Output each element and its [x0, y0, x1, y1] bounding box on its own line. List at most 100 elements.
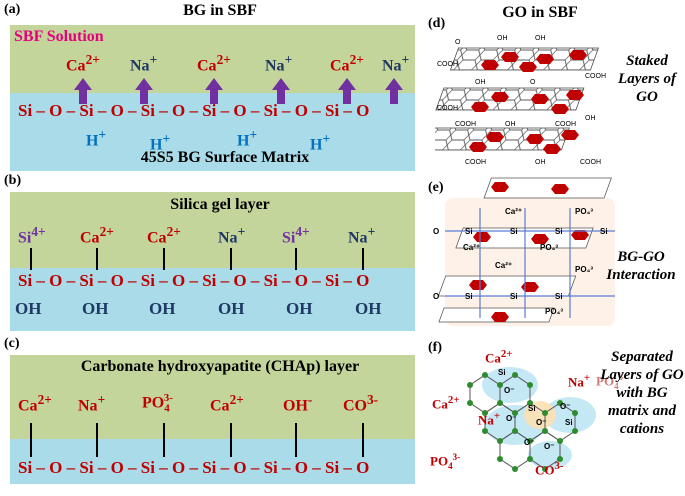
panel-a-silica-chain: Si – O – Si – O – Si – O – Si – O – Si –… [18, 101, 370, 120]
panel-c-ion-4: Ca2+ [210, 392, 244, 415]
panel-f-ion-9: CO3- [535, 460, 564, 478]
panel-c-ion-5: OH- [283, 392, 313, 415]
panel-c-bond [230, 423, 232, 457]
svg-text:Si: Si [600, 227, 608, 236]
panel-b-bond [163, 248, 165, 270]
panel-a-ion-1: Ca2+ [66, 52, 100, 75]
panel-a-ion-5: Ca2+ [330, 52, 364, 75]
svg-text:COOH: COOH [437, 61, 458, 68]
panel-b-hydroxyl-6: OH [355, 299, 382, 318]
svg-text:COOH: COOH [585, 73, 606, 80]
panel-c-title: Carbonate hydroxyapatite (CHAp) layer [80, 358, 360, 375]
svg-text:COOH: COOH [465, 159, 486, 166]
svg-text:OH: OH [535, 159, 546, 166]
svg-text:O⁻: O⁻ [504, 386, 514, 395]
svg-text:O: O [433, 292, 439, 301]
svg-text:PO₄³: PO₄³ [545, 307, 563, 316]
panel-f-ion-2: Na+ [568, 372, 591, 390]
panel-c-solution-region [10, 355, 415, 439]
panel-b-ion-5: Si4+ [282, 224, 310, 247]
panel-b-matrix-region [10, 268, 415, 331]
panel-f-ion-1: Ca2+ [485, 348, 513, 366]
svg-text:Si: Si [528, 404, 536, 413]
panel-b-ion-4: Na+ [218, 224, 246, 247]
panel-b-hydroxyl-1: OH [15, 299, 42, 318]
svg-text:Ca²⁺: Ca²⁺ [495, 261, 512, 270]
svg-text:PO₄³: PO₄³ [540, 243, 558, 252]
separated-go-layers-diagram: SiO⁻Si O⁻O⁻Si O⁻O⁻O⁻ [467, 367, 596, 472]
panel-e-caption: BG-GO Interaction [606, 249, 676, 283]
panel-b-bond [96, 248, 98, 270]
panel-c-bond [30, 423, 32, 457]
svg-text:Si: Si [510, 292, 518, 301]
svg-text:O⁻: O⁻ [506, 414, 516, 423]
panel-c-bond [96, 423, 98, 457]
panel-d-label: (d) [428, 16, 446, 31]
panel-a-ion-3: Ca2+ [197, 52, 231, 75]
panel-c-ion-3: PO43- [142, 392, 173, 415]
panel-a-label: (a) [4, 2, 21, 17]
svg-text:Si: Si [555, 227, 563, 236]
panel-a-solution-label: SBF Solution [14, 28, 104, 45]
panel-c-bond [163, 423, 165, 457]
svg-text:COOH: COOH [580, 159, 601, 166]
panel-b-ion-2: Ca2+ [80, 224, 114, 247]
panel-f-ion-5: Na+ [478, 410, 501, 428]
svg-text:O⁻: O⁻ [536, 418, 546, 427]
panel-d-caption: Staked Layers of GO [618, 53, 676, 105]
panel-c-bond [295, 423, 297, 457]
panel-f-caption: Separated Layers of GO with BG matrix an… [600, 349, 684, 437]
panel-b-ion-3: Ca2+ [147, 224, 181, 247]
svg-text:OH: OH [535, 35, 546, 42]
panel-a-proton-1: H+ [86, 127, 107, 150]
svg-text:COOH: COOH [437, 105, 458, 112]
panel-c-silica-chain: Si – O – Si – O – Si – O – Si – O – Si –… [18, 458, 370, 477]
panel-f-ion-8: PO43- [596, 372, 627, 391]
panel-b-label: (b) [4, 173, 22, 188]
panel-a-title: BG in SBF [183, 2, 257, 19]
svg-text:OH: OH [475, 79, 486, 86]
panel-b-bond [362, 248, 364, 270]
svg-text:O⁻: O⁻ [560, 402, 570, 411]
svg-text:COOH: COOH [455, 121, 476, 128]
panel-c-ion-6: CO3- [343, 392, 379, 415]
svg-text:COOH: COOH [555, 121, 576, 128]
panel-a-ion-2: Na+ [130, 52, 158, 75]
panel-e-label: (e) [428, 180, 444, 195]
svg-text:Si: Si [465, 227, 473, 236]
svg-text:OH: OH [585, 115, 596, 122]
panel-b-hydroxyl-2: OH [82, 299, 109, 318]
panel-c-ion-1: Ca2+ [18, 392, 52, 415]
svg-text:O: O [455, 39, 461, 46]
panel-b-hydroxyl-4: OH [218, 299, 245, 318]
panel-c-matrix-region [10, 439, 415, 484]
svg-text:O⁻: O⁻ [544, 442, 554, 451]
panel-a-matrix-region [10, 93, 415, 171]
panel-b-hydroxyl-5: OH [286, 299, 313, 318]
panel-f-label: (f) [428, 340, 442, 355]
panel-f-ion-7: PO43- [430, 452, 461, 471]
svg-text:Si: Si [555, 292, 563, 301]
panel-a-ion-6: Na+ [382, 52, 410, 75]
panel-c-bond [362, 423, 364, 457]
svg-text:O⁻: O⁻ [524, 438, 534, 447]
svg-text:OH: OH [505, 121, 516, 128]
svg-text:O: O [433, 227, 439, 236]
panel-b-hydroxyl-3: OH [149, 299, 176, 318]
panel-b-bond [230, 248, 232, 270]
panel-b-ion-6: Na+ [348, 224, 376, 247]
panel-a-proton-3: H+ [237, 127, 258, 150]
svg-text:Ca²⁺: Ca²⁺ [463, 243, 480, 252]
panel-b-bond [30, 248, 32, 270]
svg-text:PO₄³: PO₄³ [575, 265, 593, 274]
panel-d-title: GO in SBF [502, 4, 578, 21]
svg-text:PO₄³: PO₄³ [575, 207, 593, 216]
panel-a-ion-4: Na+ [265, 52, 293, 75]
svg-text:Si: Si [565, 418, 573, 427]
panel-a-proton-2: H+ [150, 131, 171, 154]
panel-a-matrix-label: 45S5 BG Surface Matrix [140, 149, 310, 166]
svg-text:Si: Si [510, 227, 518, 236]
panel-b-title: Silica gel layer [170, 196, 270, 213]
